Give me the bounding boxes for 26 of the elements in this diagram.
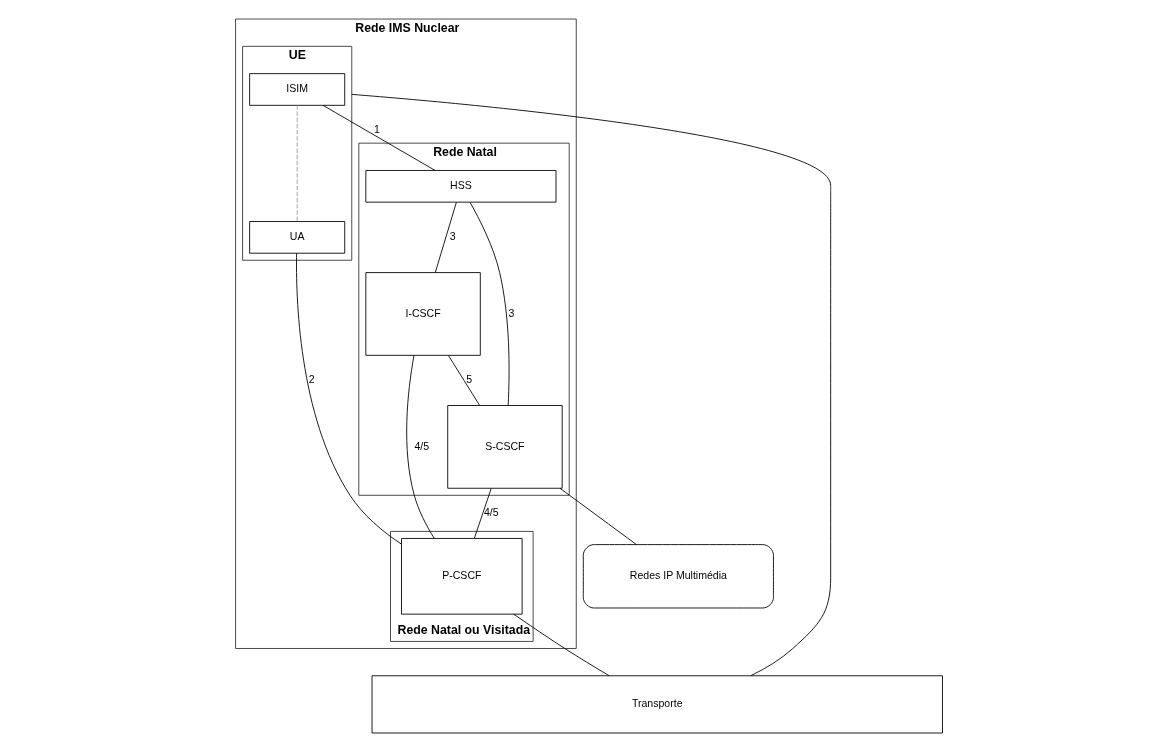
node-box: UA: [248, 221, 345, 254]
node-box: HSS: [364, 170, 556, 203]
connector: [350, 93, 831, 677]
edge-label: 5: [465, 373, 472, 386]
edge-label: 2: [308, 373, 315, 386]
connector: [322, 104, 436, 171]
connector: [295, 252, 402, 545]
node-box: P-CSCF: [400, 538, 523, 615]
connector: [447, 355, 480, 406]
edge-label: 3: [449, 230, 456, 243]
connector: [405, 354, 435, 539]
connector: [434, 201, 457, 273]
connector: [296, 105, 298, 222]
edge-label: 4/5: [483, 506, 499, 519]
node-box: ISIM: [248, 73, 345, 106]
node-box: Transporte: [371, 675, 943, 734]
connector: [512, 613, 610, 677]
edge-label: 1: [373, 123, 380, 136]
node-box: Redes IP Multimédia: [582, 544, 774, 609]
node-box: I-CSCF: [364, 272, 481, 356]
edge-label: 3: [508, 306, 514, 319]
node-box: S-CSCF: [446, 405, 563, 489]
connector: [469, 201, 509, 406]
connector: [473, 488, 492, 539]
edge-label: 4/5: [413, 439, 429, 452]
connector: [559, 487, 637, 545]
